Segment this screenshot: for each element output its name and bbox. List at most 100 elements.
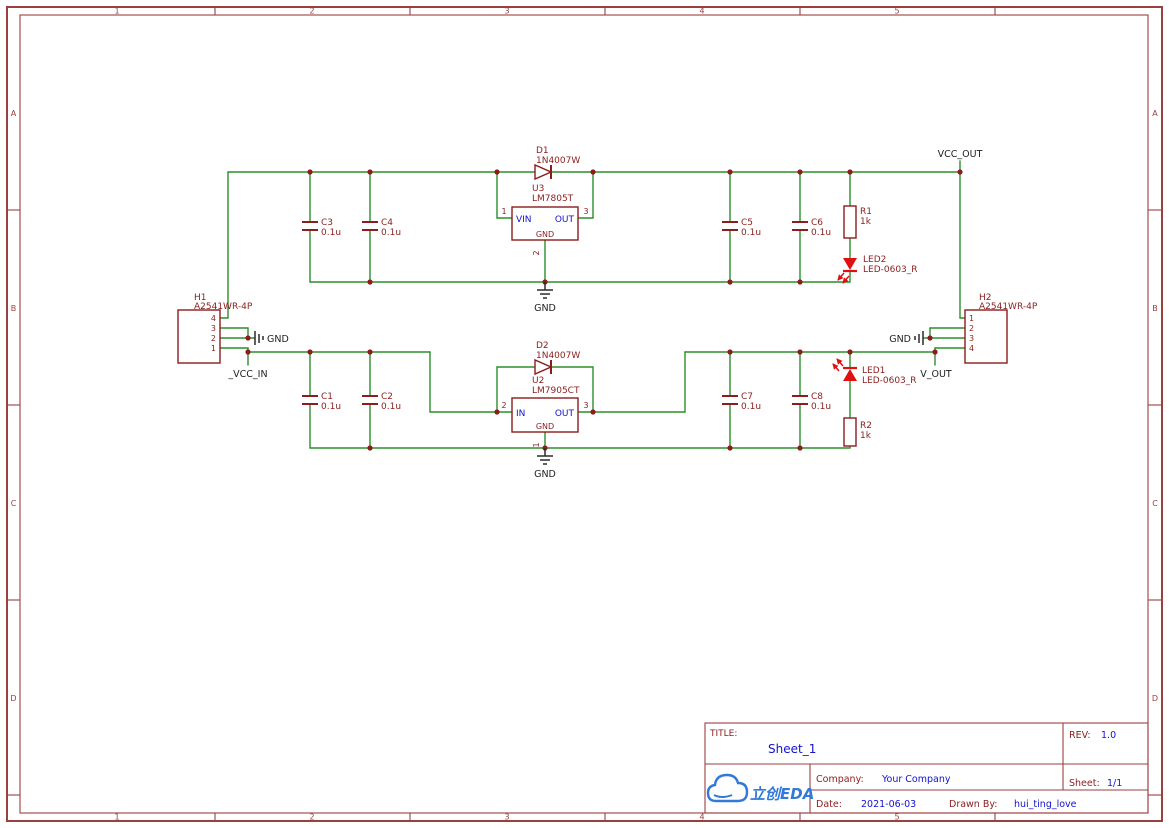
component-ref: C4 bbox=[381, 218, 393, 228]
resistor-body[interactable] bbox=[843, 417, 857, 447]
company-value[interactable]: Your Company bbox=[881, 774, 951, 785]
frame-column-label: 3 bbox=[504, 813, 509, 822]
date-label: Date: bbox=[816, 799, 842, 810]
pin-number: 1 bbox=[532, 442, 541, 447]
led-emission-arrow bbox=[842, 275, 850, 284]
led-emission-arrow bbox=[837, 272, 845, 281]
drawn-by-label: Drawn By: bbox=[949, 799, 998, 810]
component-u3[interactable]: VIN OUT GND 1 3 2 U3 LM7805T bbox=[501, 184, 588, 256]
component-ref: LED1 bbox=[862, 366, 885, 376]
component-ref: R1 bbox=[860, 207, 872, 217]
junction-dot bbox=[957, 169, 963, 175]
pin-number: 2 bbox=[532, 250, 541, 255]
net-label-vcc-in[interactable]: _VCC_IN bbox=[227, 369, 267, 380]
junction-dot bbox=[927, 335, 933, 341]
frame-column-label: 3 bbox=[504, 7, 509, 16]
gnd-symbol-top[interactable]: GND bbox=[534, 282, 556, 314]
junction-dot bbox=[494, 169, 500, 175]
led-symbol[interactable] bbox=[843, 258, 857, 270]
diode-symbol[interactable] bbox=[534, 358, 553, 376]
net-label-gnd[interactable]: GND bbox=[534, 303, 556, 314]
wires[interactable] bbox=[219, 160, 966, 449]
component-value: 0.1u bbox=[321, 402, 341, 412]
junction-dot bbox=[367, 169, 373, 175]
component-h1[interactable]: 4 3 2 1 H1 A2541WR-4P bbox=[177, 293, 253, 364]
component-ref: H1 bbox=[194, 293, 207, 303]
diode-symbol[interactable] bbox=[534, 163, 553, 181]
junction-dot bbox=[590, 169, 596, 175]
net-label-gnd[interactable]: GND bbox=[534, 469, 556, 480]
rev-label: REV: bbox=[1069, 730, 1091, 741]
junction-dot bbox=[245, 349, 251, 355]
junction-dot bbox=[797, 445, 803, 451]
component-c4[interactable]: C4 0.1u bbox=[362, 218, 401, 238]
logo-text: 立创EDA bbox=[750, 785, 814, 803]
pin-name-vin: VIN bbox=[516, 215, 532, 225]
junction-dot bbox=[797, 169, 803, 175]
component-value: 0.1u bbox=[741, 402, 761, 412]
resistor-body[interactable] bbox=[843, 205, 857, 239]
pin-number: 1 bbox=[969, 314, 974, 323]
component-ref: U3 bbox=[532, 184, 544, 194]
gnd-symbol-bottom[interactable]: GND bbox=[534, 448, 556, 480]
frame-column-label: 1 bbox=[114, 813, 119, 822]
led-symbol[interactable] bbox=[843, 369, 857, 381]
component-c1[interactable]: C1 0.1u bbox=[302, 392, 341, 412]
sheet-value[interactable]: 1/1 bbox=[1107, 778, 1122, 789]
date-value[interactable]: 2021-06-03 bbox=[861, 799, 916, 810]
regulator-body[interactable] bbox=[511, 206, 579, 241]
frame-row-label: A bbox=[1152, 109, 1158, 118]
junction-dot bbox=[494, 409, 500, 415]
frame-outer-border bbox=[6, 6, 1163, 822]
component-ref: D1 bbox=[536, 146, 549, 156]
net-label-vcc-out[interactable]: VCC_OUT bbox=[938, 149, 983, 160]
led-emission-arrow bbox=[832, 363, 840, 372]
logo-swoosh bbox=[713, 794, 733, 798]
component-d1[interactable]: D1 1N4007W bbox=[534, 146, 580, 181]
junction-dot bbox=[797, 349, 803, 355]
title-label: TITLE: bbox=[709, 729, 737, 739]
rev-value[interactable]: 1.0 bbox=[1101, 730, 1116, 741]
company-label: Company: bbox=[816, 774, 864, 785]
connector-body[interactable] bbox=[177, 309, 221, 364]
component-u2[interactable]: IN OUT GND 2 3 1 U2 LM7905CT bbox=[501, 376, 588, 448]
component-r1[interactable]: R1 1k bbox=[843, 205, 872, 239]
component-c8[interactable]: C8 0.1u bbox=[792, 392, 831, 412]
net-label-v-out[interactable]: V_OUT bbox=[920, 369, 952, 380]
component-c2[interactable]: C2 0.1u bbox=[362, 392, 401, 412]
component-d2[interactable]: D2 1N4007W bbox=[534, 341, 580, 376]
component-r2[interactable]: R2 1k bbox=[843, 417, 872, 447]
frame-column-label: 2 bbox=[309, 813, 314, 822]
net-label-gnd[interactable]: GND bbox=[889, 334, 911, 345]
component-ref: C3 bbox=[321, 218, 333, 228]
component-c5[interactable]: C5 0.1u bbox=[722, 218, 761, 238]
frame-row-label: A bbox=[11, 109, 17, 118]
junction-dot bbox=[727, 445, 733, 451]
frame-column-label: 4 bbox=[699, 7, 704, 16]
component-led1[interactable]: LED1 LED-0603_R bbox=[832, 358, 917, 386]
component-value: A2541WR-4P bbox=[979, 302, 1038, 312]
junction-dot bbox=[847, 169, 853, 175]
regulator-body[interactable] bbox=[511, 397, 579, 433]
pin-number: 3 bbox=[583, 207, 588, 216]
gnd-symbol-h1[interactable]: GND bbox=[254, 331, 289, 345]
component-c3[interactable]: C3 0.1u bbox=[302, 218, 341, 238]
lceda-logo: 立创EDA bbox=[706, 773, 814, 803]
component-c7[interactable]: C7 0.1u bbox=[722, 392, 761, 412]
gnd-symbol-h2[interactable]: GND bbox=[889, 331, 924, 345]
frame-inner-border bbox=[19, 14, 1149, 814]
net-label-gnd[interactable]: GND bbox=[267, 334, 289, 345]
component-ref: C5 bbox=[741, 218, 753, 228]
component-led2[interactable]: LED2 LED-0603_R bbox=[837, 255, 918, 284]
pin-number: 1 bbox=[501, 207, 506, 216]
sheet-title[interactable]: Sheet_1 bbox=[768, 742, 816, 756]
junction-dot bbox=[727, 279, 733, 285]
frame-column-label: 4 bbox=[699, 813, 704, 822]
connector-body[interactable] bbox=[964, 309, 1008, 364]
component-h2[interactable]: 1 2 3 4 H2 A2541WR-4P bbox=[964, 293, 1038, 364]
component-c6[interactable]: C6 0.1u bbox=[792, 218, 831, 238]
drawn-by-value[interactable]: hui_ting_love bbox=[1014, 799, 1077, 810]
pin-number: 3 bbox=[211, 324, 216, 333]
